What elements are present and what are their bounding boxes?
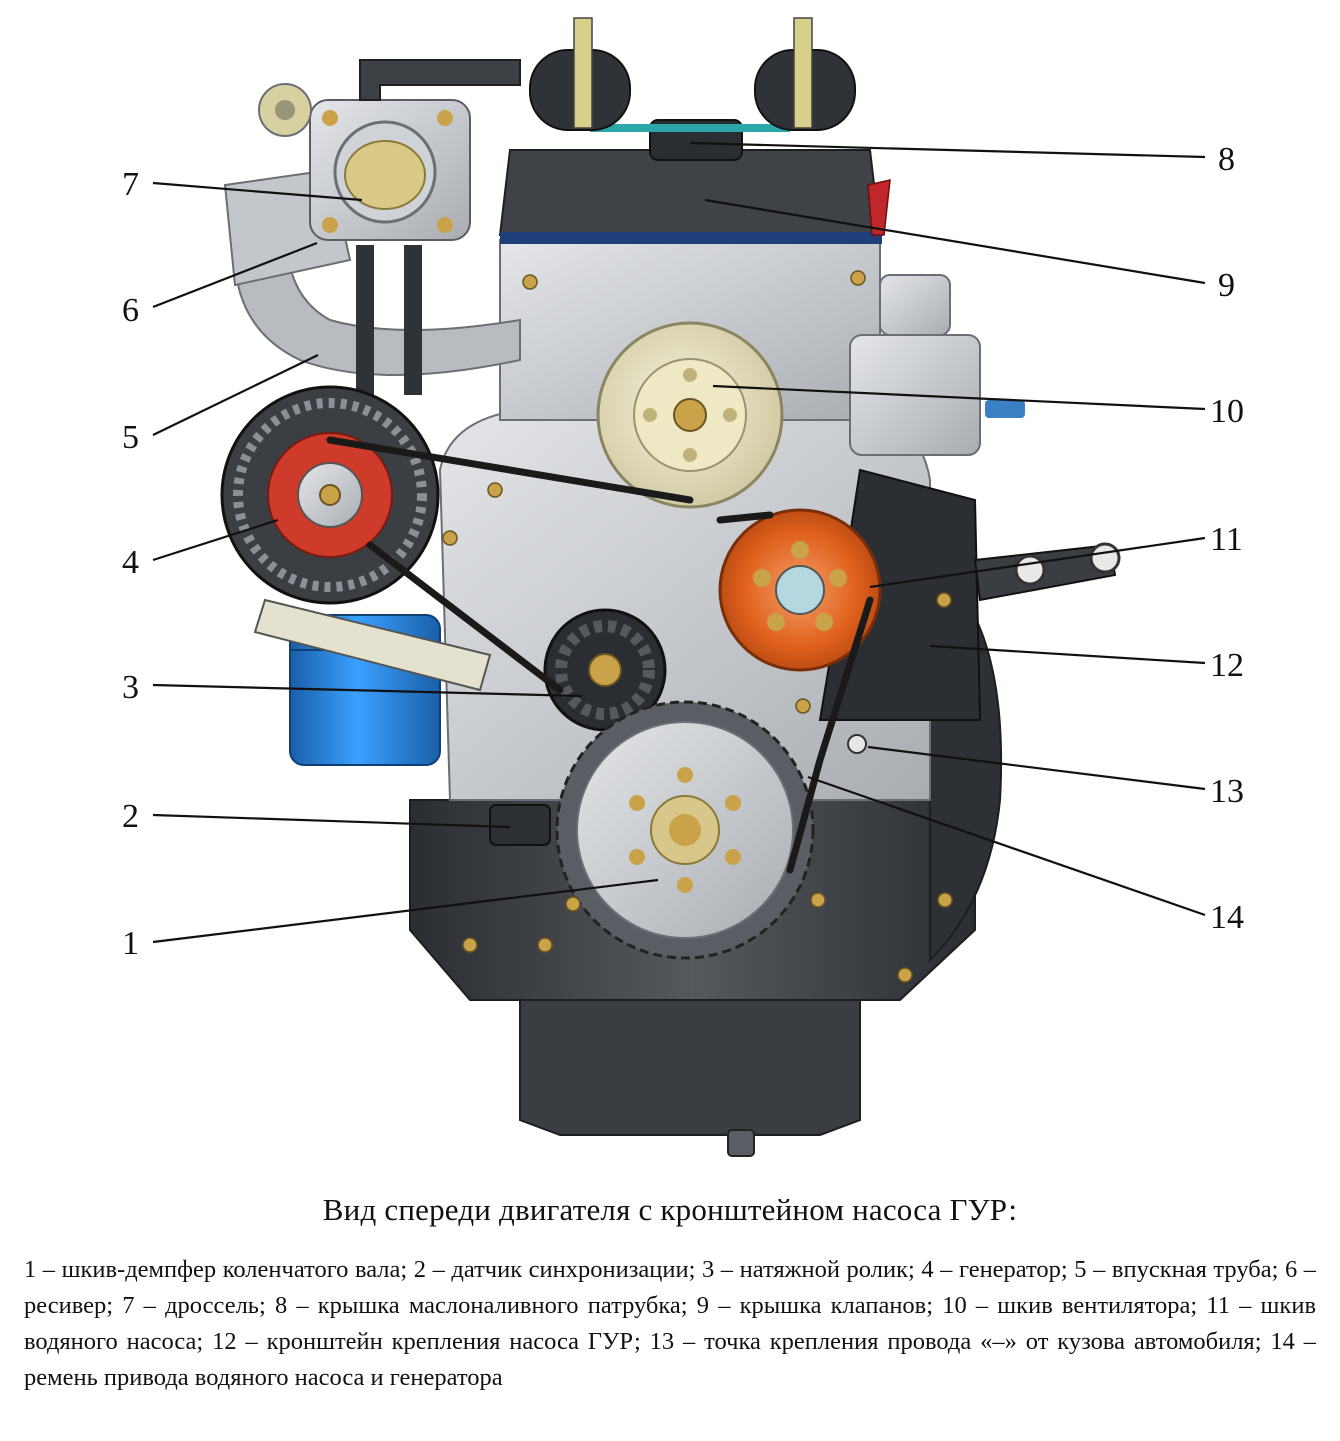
callout-7: 7 bbox=[122, 166, 139, 203]
throttle-linkage bbox=[258, 83, 312, 137]
crankshaft-damper-pulley bbox=[555, 700, 815, 960]
engine-illustration bbox=[220, 17, 1121, 1157]
legend-item-14: 14 – ремень привода водяного насоса и ге… bbox=[24, 1328, 1317, 1391]
intake-pipe bbox=[233, 199, 521, 376]
ignition-coil-right bbox=[754, 17, 856, 131]
callout-3: 3 bbox=[122, 669, 139, 706]
callout-11: 11 bbox=[1210, 521, 1243, 558]
callout-4: 4 bbox=[122, 544, 139, 581]
ignition-coil-left bbox=[529, 17, 631, 131]
callout-numbers: 7 6 5 4 3 2 1 8 9 10 11 12 13 14 bbox=[122, 141, 1244, 962]
leader-13 bbox=[867, 745, 1206, 791]
coolant-hoses bbox=[359, 59, 521, 101]
legend-item-11: 11 – шкив водяного насоса; bbox=[24, 1292, 1317, 1355]
callout-13: 13 bbox=[1210, 773, 1244, 810]
callout-8: 8 bbox=[1218, 141, 1235, 178]
callout-6: 6 bbox=[122, 292, 139, 329]
fan-pulley bbox=[596, 321, 784, 509]
callout-12: 12 bbox=[1210, 647, 1244, 684]
legend-item-3: 3 – натяжной ролик; bbox=[702, 1256, 915, 1283]
throttle-body bbox=[309, 99, 471, 241]
leader-11 bbox=[869, 536, 1206, 589]
ground-point bbox=[847, 734, 867, 754]
callout-5: 5 bbox=[122, 419, 139, 456]
leader-10 bbox=[712, 384, 1206, 411]
leader-9 bbox=[704, 198, 1206, 285]
valve-cover-gasket bbox=[500, 232, 882, 244]
callout-10: 10 bbox=[1210, 393, 1244, 430]
legend-item-5: 5 – впускная труба; bbox=[1074, 1256, 1279, 1283]
legend-item-1: 1 – шкив-демпфер коленчатого вала; bbox=[24, 1256, 408, 1283]
callout-9: 9 bbox=[1218, 267, 1235, 304]
legend-item-7: 7 – дроссель; bbox=[122, 1292, 266, 1319]
leader-3 bbox=[152, 683, 583, 698]
vertical-hose-2 bbox=[404, 245, 422, 395]
leader-1 bbox=[152, 878, 659, 944]
alternator-strap bbox=[253, 598, 492, 692]
legend-item-13: 13 – точка крепления провода «–» от кузо… bbox=[649, 1328, 1262, 1355]
sync-sensor bbox=[489, 804, 551, 846]
legend-item-9: 9 – крышка клапанов; bbox=[696, 1292, 934, 1319]
water-pump-pulley bbox=[718, 508, 882, 672]
oil-pan bbox=[519, 979, 861, 1136]
tensioner-roller bbox=[543, 608, 667, 732]
leader-12 bbox=[929, 644, 1206, 665]
legend-item-8: 8 – крышка маслоналивного патрубка; bbox=[274, 1292, 688, 1319]
legend-item-2: 2 – датчик синхронизации; bbox=[413, 1256, 696, 1283]
callout-14: 14 bbox=[1210, 899, 1244, 936]
legend-item-6: 6 – ресивер; bbox=[24, 1256, 1317, 1319]
engine-front-view-diagram: 7 6 5 4 3 2 1 8 9 10 11 12 13 14 bbox=[122, 17, 1244, 1157]
leader-lines bbox=[152, 141, 1206, 944]
legend-item-4: 4 – генератор; bbox=[921, 1256, 1068, 1283]
legend-item-10: 10 – шкив вентилятора; bbox=[942, 1292, 1198, 1319]
dipstick-handle bbox=[867, 179, 891, 236]
callout-1: 1 bbox=[122, 925, 139, 962]
oil-drain-plug bbox=[727, 1129, 755, 1157]
figure-legend: 1 – шкив-демпфер коленчатого вала; 2 – д… bbox=[24, 1252, 1316, 1396]
vertical-hose-1 bbox=[356, 245, 374, 395]
accessory-belt bbox=[326, 436, 874, 874]
leader-4 bbox=[152, 518, 279, 562]
leader-2 bbox=[152, 813, 511, 829]
bolts bbox=[442, 270, 953, 983]
leader-7 bbox=[152, 181, 363, 202]
leader-6 bbox=[152, 241, 318, 309]
valve-cover-body bbox=[498, 149, 882, 236]
alternator bbox=[220, 385, 440, 605]
figure-caption-title: Вид спереди двигателя с кронштейном насо… bbox=[322, 1192, 1018, 1227]
callout-2: 2 bbox=[122, 798, 139, 835]
leader-8 bbox=[689, 141, 1206, 159]
leader-5 bbox=[152, 354, 319, 436]
legend-item-12: 12 – кронштейн крепления насоса ГУР; bbox=[212, 1328, 641, 1355]
leader-14 bbox=[807, 775, 1206, 917]
